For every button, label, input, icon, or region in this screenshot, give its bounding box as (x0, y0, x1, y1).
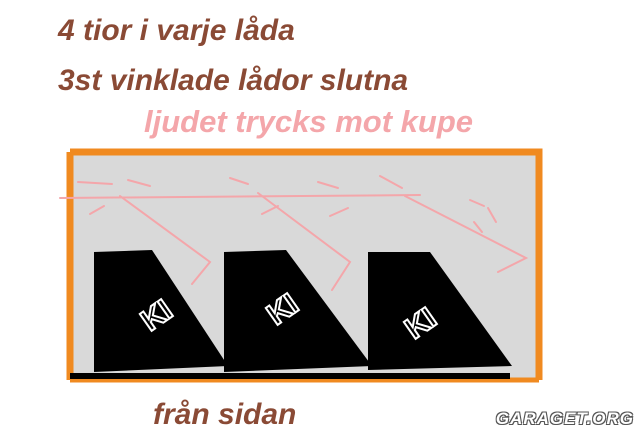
sound-arrows (59, 175, 529, 291)
caption-from-side: från sidan (153, 398, 297, 431)
heading-line-2: 3st vinklade lådor slutna (58, 64, 409, 97)
frame-top-right (70, 148, 543, 380)
heading-line-3: ljudet trycks mot kupe (144, 104, 474, 139)
subwoofer-box-3 (368, 252, 512, 370)
watermark-logo: GARAGET.ORG (495, 409, 634, 428)
heading-line-1: 4 tior i varje låda (58, 14, 295, 47)
subwoofer-box-1 (94, 250, 228, 372)
subwoofer-box-2 (224, 250, 372, 372)
